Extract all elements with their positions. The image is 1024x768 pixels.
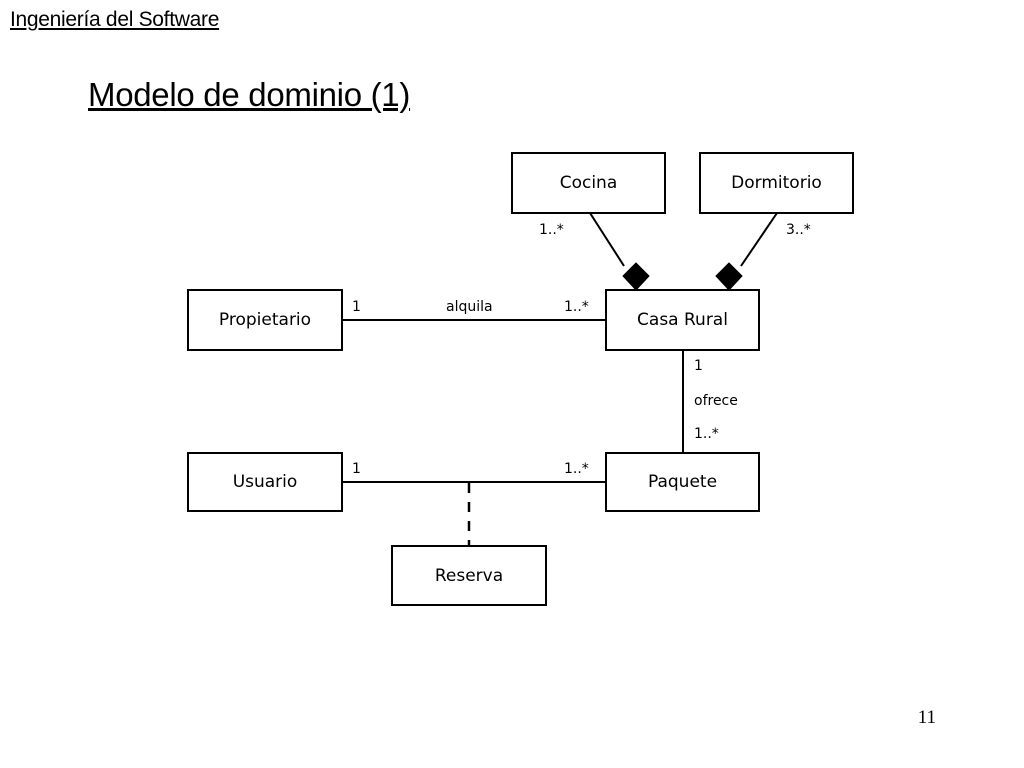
course-header: Ingeniería del Software [10, 8, 220, 31]
usuario-paquete-right-multiplicity: 1..* [564, 461, 589, 477]
class-reserva-label: Reserva [435, 566, 503, 586]
class-casa-rural-label: Casa Rural [637, 310, 728, 330]
class-reserva: Reserva [391, 545, 547, 606]
class-dormitorio: Dormitorio [699, 152, 854, 214]
class-paquete-label: Paquete [648, 472, 717, 492]
slide-title: Modelo de dominio (1) [88, 76, 411, 113]
ofrece-association-name: ofrece [694, 393, 738, 409]
class-dormitorio-label: Dormitorio [731, 173, 822, 193]
alquila-left-multiplicity: 1 [352, 299, 361, 315]
alquila-right-multiplicity: 1..* [564, 299, 589, 315]
class-propietario-label: Propietario [219, 310, 311, 330]
class-usuario: Usuario [187, 452, 343, 512]
ofrece-bottom-multiplicity: 1..* [694, 426, 719, 442]
class-propietario: Propietario [187, 289, 343, 351]
cocina-multiplicity: 1..* [539, 222, 564, 238]
dormitorio-multiplicity: 3..* [786, 222, 811, 238]
cocina-composition-line [589, 212, 625, 267]
cocina-composition-diamond [622, 262, 650, 291]
class-paquete: Paquete [605, 452, 760, 512]
class-cocina: Cocina [511, 152, 666, 214]
page-number: 11 [917, 707, 936, 728]
class-usuario-label: Usuario [233, 472, 298, 492]
ofrece-top-multiplicity: 1 [694, 358, 703, 374]
class-casa-rural: Casa Rural [605, 289, 760, 351]
class-cocina-label: Cocina [560, 173, 618, 193]
usuario-paquete-left-multiplicity: 1 [352, 461, 361, 477]
dormitorio-composition-line [740, 212, 778, 267]
alquila-association-name: alquila [446, 299, 493, 315]
dormitorio-composition-diamond [715, 262, 743, 291]
